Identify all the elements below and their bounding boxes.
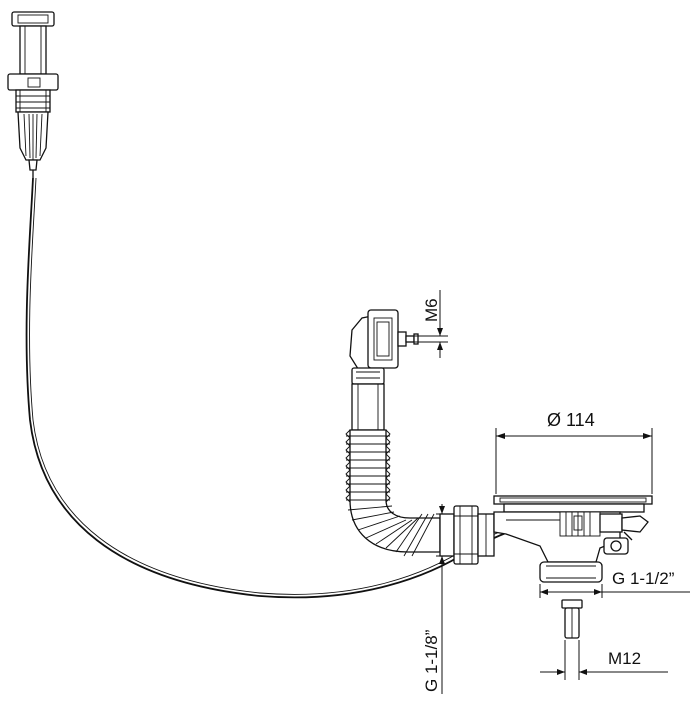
union-nut — [453, 505, 479, 565]
strainer-outlet — [539, 561, 603, 583]
m12-bolt — [561, 599, 583, 639]
label-g-1-1-8: G 1-1/8” — [422, 629, 441, 692]
label-g-1-1-2: G 1-1/2” — [612, 569, 675, 588]
overflow-cover — [367, 309, 399, 369]
union-connector — [439, 505, 495, 565]
knob-stem — [19, 25, 47, 75]
knob-cap-inner — [17, 14, 49, 24]
popup-knob-assembly — [7, 11, 59, 178]
overflow-head — [349, 309, 419, 431]
dimension-m6: M6 — [414, 290, 448, 358]
dimension-diameter: Ø 114 — [495, 410, 653, 494]
knob-flange-nut — [7, 73, 59, 91]
corrugated-hose — [345, 429, 441, 557]
dimension-g-1-1-2: G 1-1/2” — [539, 569, 690, 598]
dimension-m12: M12 — [540, 640, 668, 680]
overflow-screw — [397, 331, 407, 347]
label-m12: M12 — [608, 649, 641, 668]
knob-thread — [15, 89, 51, 113]
connector-nut-small — [439, 513, 455, 557]
overflow-pipe — [351, 383, 385, 431]
label-m6: M6 — [422, 298, 441, 322]
label-diameter: Ø 114 — [547, 410, 595, 430]
strainer-plate — [493, 495, 653, 505]
strainer-body — [493, 495, 653, 583]
dimension-g-1-1-8: G 1-1/8” — [422, 504, 454, 694]
